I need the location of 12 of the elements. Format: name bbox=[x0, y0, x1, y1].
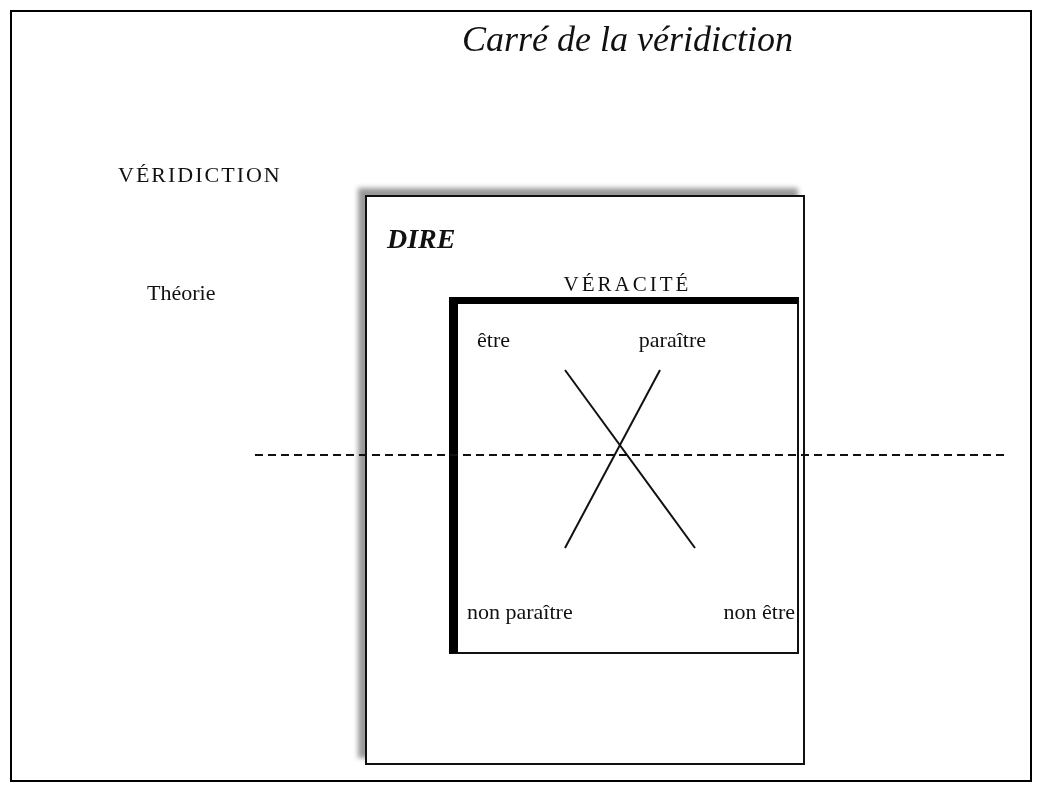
term-label: non paraître bbox=[467, 599, 573, 625]
row-label: Théorie bbox=[147, 280, 216, 306]
term-label: paraître bbox=[638, 327, 706, 353]
diagram-title: Carré de la véridiction bbox=[461, 18, 794, 60]
square-caption: VÉRACITÉ bbox=[562, 272, 693, 297]
term-label: non être bbox=[723, 599, 795, 625]
outer-square bbox=[365, 195, 805, 765]
term-label: être bbox=[477, 327, 510, 353]
diagonal-line bbox=[564, 369, 661, 549]
diagonal-line bbox=[564, 369, 696, 549]
section-heading: VÉRIDICTION bbox=[118, 162, 282, 188]
square-heading: DIRE bbox=[387, 223, 456, 255]
